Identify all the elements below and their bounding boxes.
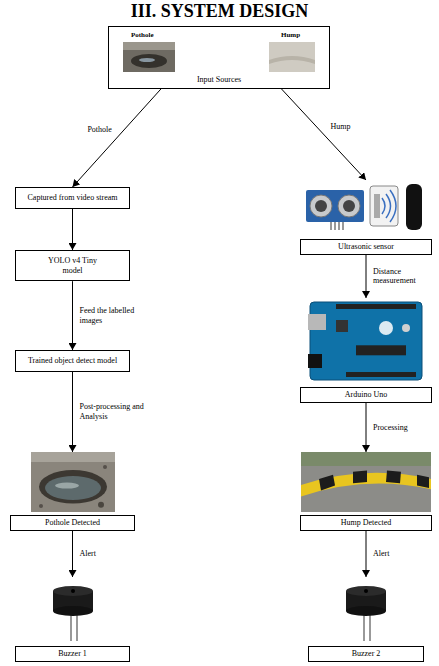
arrow-connector xyxy=(72,531,73,577)
caption-text: Buzzer 2 xyxy=(312,649,420,659)
image-node: Hump Detected xyxy=(300,452,432,531)
edge-label: Alert xyxy=(79,549,97,559)
edge-label: Post-processing and Analysis xyxy=(79,402,153,421)
image-node: Pothole Detected xyxy=(10,452,135,531)
box-label: YOLO v4 Tiny model xyxy=(42,256,104,275)
box-label: Trained object detect model xyxy=(20,356,125,366)
box-label: Input Sources xyxy=(113,75,325,85)
pothole-thumbnail xyxy=(123,42,175,72)
arrow-connector xyxy=(72,281,73,350)
image-caption-box: Arduino Uno xyxy=(300,387,432,403)
caption-text: Ultrasonic sensor xyxy=(304,242,428,252)
buzzer-image xyxy=(336,577,396,643)
edge-label: Pothole xyxy=(86,125,112,135)
image-title: Hump xyxy=(281,31,300,39)
process-box: Captured from video stream xyxy=(15,187,130,209)
process-box: Trained object detect model xyxy=(15,350,130,372)
image-node: Arduino Uno xyxy=(300,298,432,403)
arrow-connector xyxy=(72,372,73,452)
buzzer-image xyxy=(43,577,103,643)
edge-label: Distance measurement xyxy=(372,267,432,286)
image-holder xyxy=(308,577,424,643)
image-caption-box: Pothole Detected xyxy=(10,515,135,531)
caption-text: Arduino Uno xyxy=(304,390,428,400)
edge-label: Hump xyxy=(330,122,352,132)
arduino-uno-image xyxy=(306,298,426,384)
arrow-connector xyxy=(366,531,367,577)
image-caption-box: Buzzer 1 xyxy=(15,646,130,662)
arrow-connector xyxy=(366,255,367,298)
image-holder xyxy=(300,180,432,236)
arrow-connector xyxy=(281,89,366,180)
diagram-title: III. SYSTEM DESIGN xyxy=(0,1,439,22)
image-node: Ultrasonic sensor xyxy=(300,180,432,255)
box-label: Captured from video stream xyxy=(20,193,125,203)
edge-label: Feed the labelled images xyxy=(79,306,151,325)
hump-photo xyxy=(301,452,431,512)
ultrasonic-sensor-image xyxy=(302,180,430,236)
process-box: YOLO v4 Tiny model xyxy=(15,250,130,281)
arrow-connector xyxy=(73,89,162,187)
caption-text: Pothole Detected xyxy=(14,518,131,528)
image-node: Buzzer 2 xyxy=(308,577,424,662)
image-caption-box: Ultrasonic sensor xyxy=(300,239,432,255)
image-title: Pothole xyxy=(131,31,154,39)
pothole-photo xyxy=(31,452,115,512)
caption-text: Buzzer 1 xyxy=(19,649,126,659)
edge-label: Processing xyxy=(372,423,409,433)
image-node: Buzzer 1 xyxy=(15,577,130,662)
arrow-connector xyxy=(366,403,367,452)
edge-label: Alert xyxy=(372,549,390,559)
hump-thumbnail xyxy=(269,42,315,72)
image-holder xyxy=(300,298,432,384)
image-caption-box: Hump Detected xyxy=(300,515,432,531)
image-caption-box: Buzzer 2 xyxy=(308,646,424,662)
input-sources-box: Pothole HumpInput Sources xyxy=(108,26,330,89)
image-holder xyxy=(10,452,135,512)
image-holder xyxy=(300,452,432,512)
caption-text: Hump Detected xyxy=(304,518,428,528)
image-holder xyxy=(15,577,130,643)
arrow-connector xyxy=(72,209,73,250)
